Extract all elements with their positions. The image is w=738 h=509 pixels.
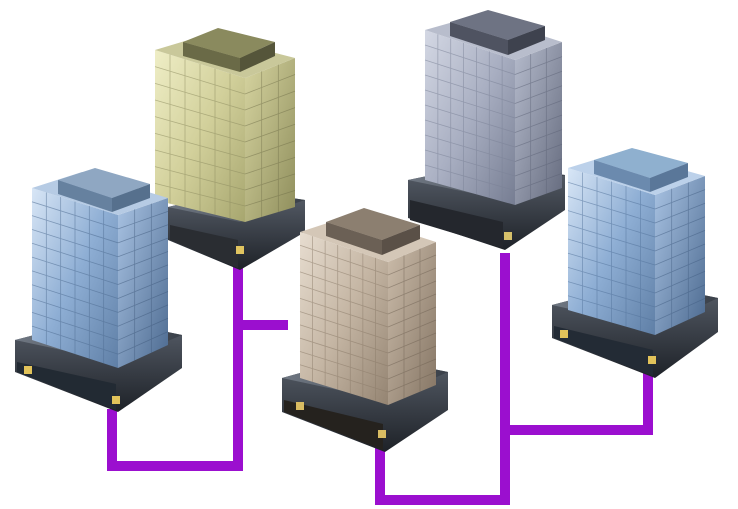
building-center-tan [282, 208, 448, 452]
building-back-gray [408, 10, 565, 250]
connector-gray-to-right [505, 378, 648, 430]
building-right-blue [552, 148, 718, 378]
building-left-blue [15, 168, 182, 412]
building-back-olive [155, 28, 305, 270]
